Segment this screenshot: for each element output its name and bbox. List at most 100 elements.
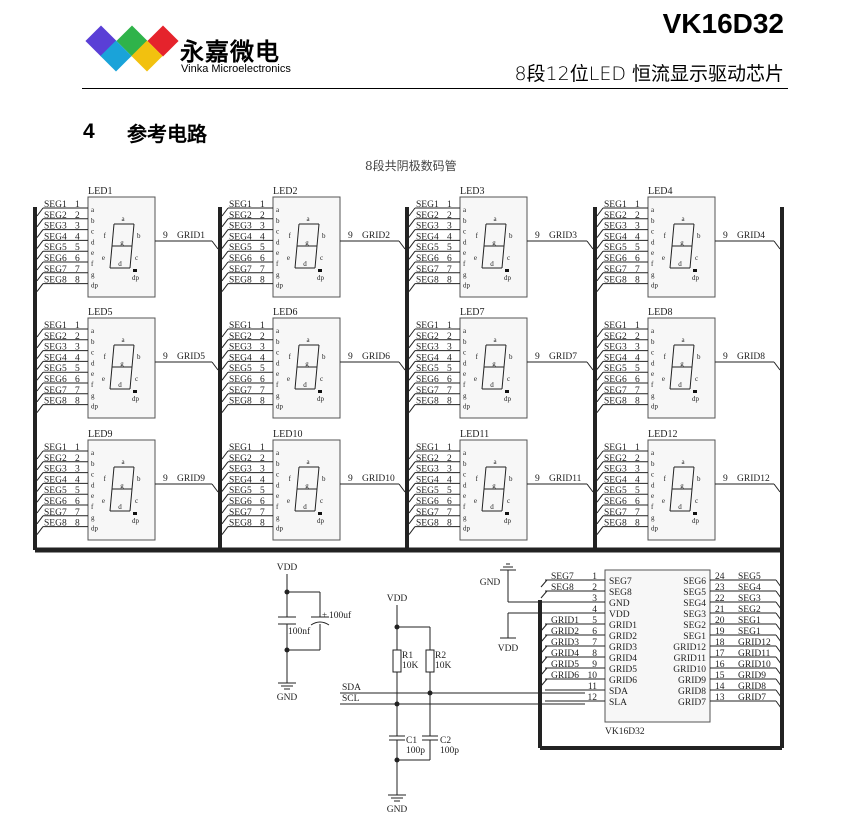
bus-entry [596,272,604,282]
ic-pin-number: 2 [592,583,597,593]
digit-label-a: a [681,458,685,466]
pin-number: 6 [447,254,452,264]
junction [394,701,400,707]
bus-entry [221,461,229,471]
seg-net-label: SEG6 [44,375,67,385]
bus-entry [221,229,229,238]
grid-pin-number: 9 [535,474,540,484]
segment-pin-label: c [276,228,279,236]
digit-label-g: g [680,239,684,247]
seg-net-label: SEG2 [44,454,67,464]
pin-number: 6 [447,497,452,507]
digit-label-g: g [492,239,496,247]
bus-entry [221,240,229,249]
digit-label-d: d [118,381,122,389]
digit-label-dp: dp [317,395,325,403]
pin-number: 1 [260,443,265,453]
seg-net-label: SEG3 [604,465,627,475]
decimal-point [693,269,697,272]
pin-number: 1 [635,321,640,331]
bus-entry [221,261,229,271]
pin-number: 1 [635,200,640,210]
seg-net-label: SEG2 [229,454,252,464]
digit-label-f: f [104,232,107,240]
bus-entry [596,483,604,492]
bus-entry [408,339,416,349]
pin-number: 7 [447,508,452,518]
bus-entry [596,526,604,535]
bus-entry [408,504,416,514]
digit-label-a: a [681,336,685,344]
ic-pin-name: GRID10 [673,665,706,675]
segment-pin-label: b [276,217,280,225]
bus-entry [773,483,781,493]
seg-net-label: SEG8 [44,276,67,286]
digit-segment [483,466,487,490]
digit-label-dp: dp [504,517,512,525]
bus-entry [408,283,416,292]
digit-label-c: c [320,254,323,262]
digit-label-a: a [493,458,497,466]
led-body [272,439,341,541]
bus-entry [36,240,44,249]
digit-label-g: g [305,239,309,247]
digit-label-b: b [697,475,701,483]
segment-pin-label: dp [463,282,471,290]
ic-right-net-label: GRID8 [738,682,766,692]
segment-pin-label: b [276,460,280,468]
ic-pin-name: SEG5 [683,588,706,598]
bus-entry [221,526,229,535]
bus-entry [408,483,416,492]
segment-pin-label: e [463,492,466,500]
seg-net-label: SEG4 [604,232,627,242]
seg-net-label: SEG3 [604,222,627,232]
digit-label-d: d [490,381,494,389]
pin-number: 4 [635,232,640,242]
document-title: VK16D32 [662,8,784,39]
segment-pin-label: f [651,503,654,511]
ic-pin-number: 4 [592,605,597,615]
digit-segment [131,223,135,247]
digit-label-f: f [289,353,292,361]
bus-entry [221,350,229,359]
segment-pin-label: e [91,249,94,257]
seg-net-label: SEG7 [604,508,627,518]
pin-number: 7 [635,265,640,275]
led-name: LED8 [648,307,672,318]
digit-segment [691,344,695,368]
ic-pin-name: SEG7 [609,577,632,587]
bus-entry [36,328,44,338]
grid-pin-number: 9 [723,474,728,484]
ic-pin-number: 5 [592,616,597,626]
segment-pin-label: e [463,370,466,378]
grid-net-label: GRID8 [737,352,765,362]
digit-segment [669,488,673,512]
bus-entry [221,328,229,338]
seg-net-label: SEG3 [416,222,439,232]
segment-pin-label: g [463,392,467,400]
seg-net-label: SEG2 [604,211,627,221]
digit-label-e: e [102,375,105,383]
segment-pin-label: g [91,271,95,279]
pin-number: 1 [447,200,452,210]
segment-pin-label: a [276,206,280,214]
ic-pin-number: 7 [592,638,597,648]
digit-label-dp: dp [132,274,140,282]
pin-number: 4 [635,475,640,485]
seg-net-label: SEG5 [44,243,67,253]
led-name: LED3 [460,186,484,197]
seg-net-label: SEG3 [229,222,252,232]
digit-label-f: f [664,232,667,240]
seg-net-label: SEG6 [229,497,252,507]
digit-label-g: g [305,360,309,368]
pin-number: 8 [75,519,80,529]
digit-label-d: d [490,260,494,268]
digit-label-f: f [289,475,292,483]
bus-entry [596,207,604,217]
pin-number: 6 [635,375,640,385]
bus-entry [596,382,604,392]
pin-number: 3 [635,465,640,475]
segment-pin-label: e [651,249,654,257]
digit-segment [294,488,298,512]
digit-label-a: a [306,336,310,344]
